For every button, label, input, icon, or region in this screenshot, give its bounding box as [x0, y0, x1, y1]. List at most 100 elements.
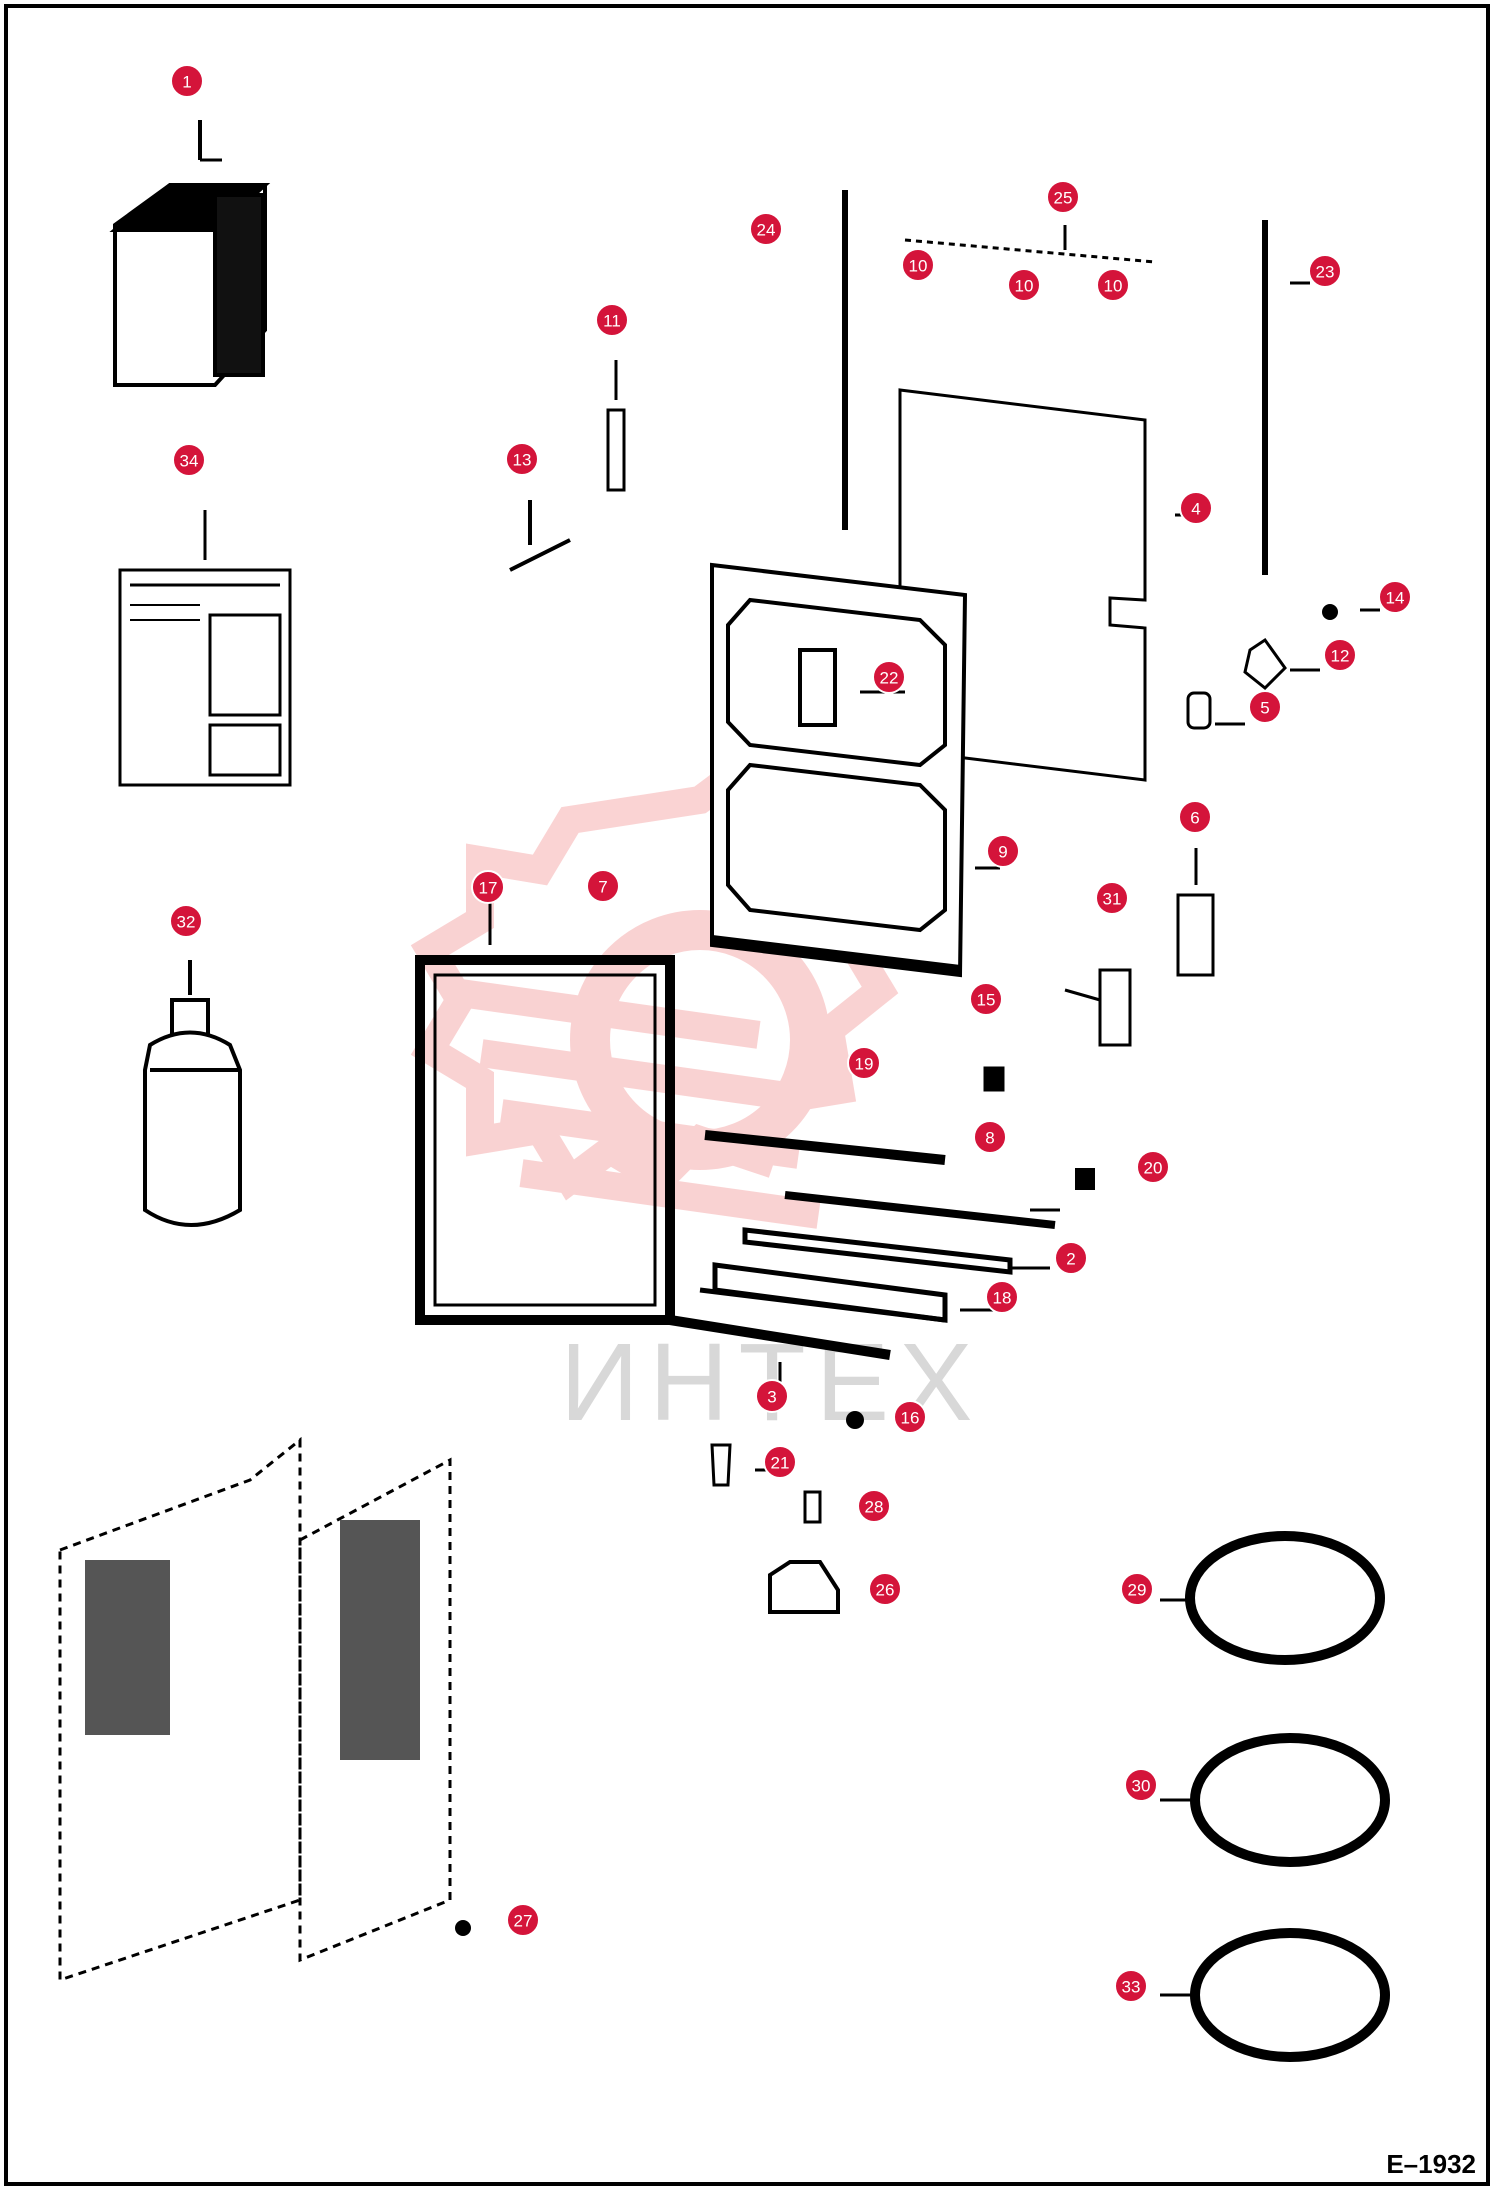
callout-badge [1248, 690, 1282, 724]
part-29-hose [1185, 1531, 1385, 1665]
callout-number: 28 [865, 1498, 884, 1517]
callout-number: 9 [998, 843, 1007, 862]
part-11-pin [606, 360, 626, 492]
callout-number: 17 [479, 879, 498, 898]
callout-badge [872, 660, 906, 694]
part-21-screw [710, 1443, 732, 1487]
callout-part-8: 8 [973, 1120, 1007, 1154]
callout-number: 3 [767, 1388, 776, 1407]
callout-number: 1 [182, 73, 191, 92]
part-34-instruction-sheet [118, 510, 292, 787]
callout-number: 11 [603, 312, 621, 331]
callout-badge [471, 870, 505, 904]
callout-part-4: 4 [1179, 491, 1213, 525]
callout-part-5: 5 [1248, 690, 1282, 724]
callout-badge [170, 64, 204, 98]
callout-part-1: 1 [170, 64, 204, 98]
callout-badge [901, 248, 935, 282]
callout-number: 24 [757, 221, 776, 240]
callout-badge [986, 834, 1020, 868]
callout-part-17: 17 [471, 870, 505, 904]
part-16-nut [846, 1411, 864, 1429]
callout-number: 30 [1132, 1777, 1151, 1796]
part-1-filter-box [109, 120, 271, 387]
callout-badge [172, 443, 206, 477]
callout-badge [1179, 491, 1213, 525]
drawing-frame: ИНТЕХ [4, 4, 1490, 2186]
callout-number: 18 [993, 1289, 1012, 1308]
callout-number: 19 [855, 1055, 874, 1074]
callout-part-19: 19 [847, 1046, 881, 1080]
part-27-nut [455, 1920, 471, 1936]
callout-number: 23 [1316, 263, 1335, 282]
callout-badge [969, 982, 1003, 1016]
callout-number: 27 [514, 1912, 533, 1931]
callout-number: 20 [1144, 1159, 1163, 1178]
callout-part-6: 6 [1178, 800, 1212, 834]
callout-part-13: 13 [505, 442, 539, 476]
part-32-spray-can [143, 960, 242, 1227]
callout-badge [1308, 254, 1342, 288]
callout-part-14: 14 [1378, 580, 1412, 614]
callout-badge [1007, 268, 1041, 302]
callout-badge [1378, 580, 1412, 614]
callout-number: 2 [1066, 1250, 1075, 1269]
callout-badge [506, 1903, 540, 1937]
callout-part-26: 26 [868, 1572, 902, 1606]
callout-part-20: 20 [1136, 1150, 1170, 1184]
callout-part-12: 12 [1323, 638, 1357, 672]
callout-number: 10 [1015, 277, 1034, 296]
callout-badge [595, 303, 629, 337]
part-9-window-frame [710, 562, 968, 978]
callout-badge [1096, 268, 1130, 302]
callout-badge [586, 869, 620, 903]
callout-number: 5 [1260, 699, 1269, 718]
callout-part-25: 25 [1046, 180, 1080, 214]
callout-badge [763, 1445, 797, 1479]
callout-part-32: 32 [169, 904, 203, 938]
callout-number: 33 [1122, 1978, 1141, 1997]
callout-number: 14 [1386, 589, 1405, 608]
callout-number: 32 [177, 913, 196, 932]
callout-number: 10 [1104, 277, 1123, 296]
callout-badge [1095, 881, 1129, 915]
callout-part-16: 16 [893, 1400, 927, 1434]
part-3-strip [669, 1315, 891, 1360]
part-20-bolt [1075, 1168, 1095, 1190]
callout-badge [749, 212, 783, 246]
callout-number: 10 [909, 257, 928, 276]
part-28-bolt [803, 1490, 822, 1524]
machine-outline [58, 1436, 452, 1983]
callout-number: 34 [180, 452, 199, 471]
callout-part-23: 23 [1308, 254, 1342, 288]
callout-number: 4 [1191, 500, 1200, 519]
part-15-screw [983, 1066, 1005, 1092]
part-6-plate [1176, 848, 1215, 977]
callout-badge [755, 1379, 789, 1413]
callout-part-7: 7 [586, 869, 620, 903]
callout-badge [1136, 1150, 1170, 1184]
part-31-hinge [1064, 968, 1132, 1047]
callout-part-10: 10 [1096, 268, 1130, 302]
callout-badge [857, 1489, 891, 1523]
callout-part-21: 21 [763, 1445, 797, 1479]
callout-part-2: 2 [1054, 1241, 1088, 1275]
callout-badge [505, 442, 539, 476]
callout-badge [169, 904, 203, 938]
callout-part-10: 10 [1007, 268, 1041, 302]
part-19-strip [704, 1130, 946, 1165]
callout-number: 26 [876, 1581, 895, 1600]
callout-badge [847, 1046, 881, 1080]
drawing-reference: E–1932 [1386, 2149, 1476, 2179]
part-14-knob [1322, 604, 1338, 620]
callout-part-18: 18 [985, 1280, 1019, 1314]
callout-part-24: 24 [749, 212, 783, 246]
callout-badge [1120, 1572, 1154, 1606]
part-17-gasket-frame [415, 900, 675, 1325]
part-12-latch [1243, 637, 1287, 691]
callout-part-15: 15 [969, 982, 1003, 1016]
callout-part-3: 3 [755, 1379, 789, 1413]
part-2-bracket [742, 1227, 1013, 1275]
callout-badge [1124, 1768, 1158, 1802]
